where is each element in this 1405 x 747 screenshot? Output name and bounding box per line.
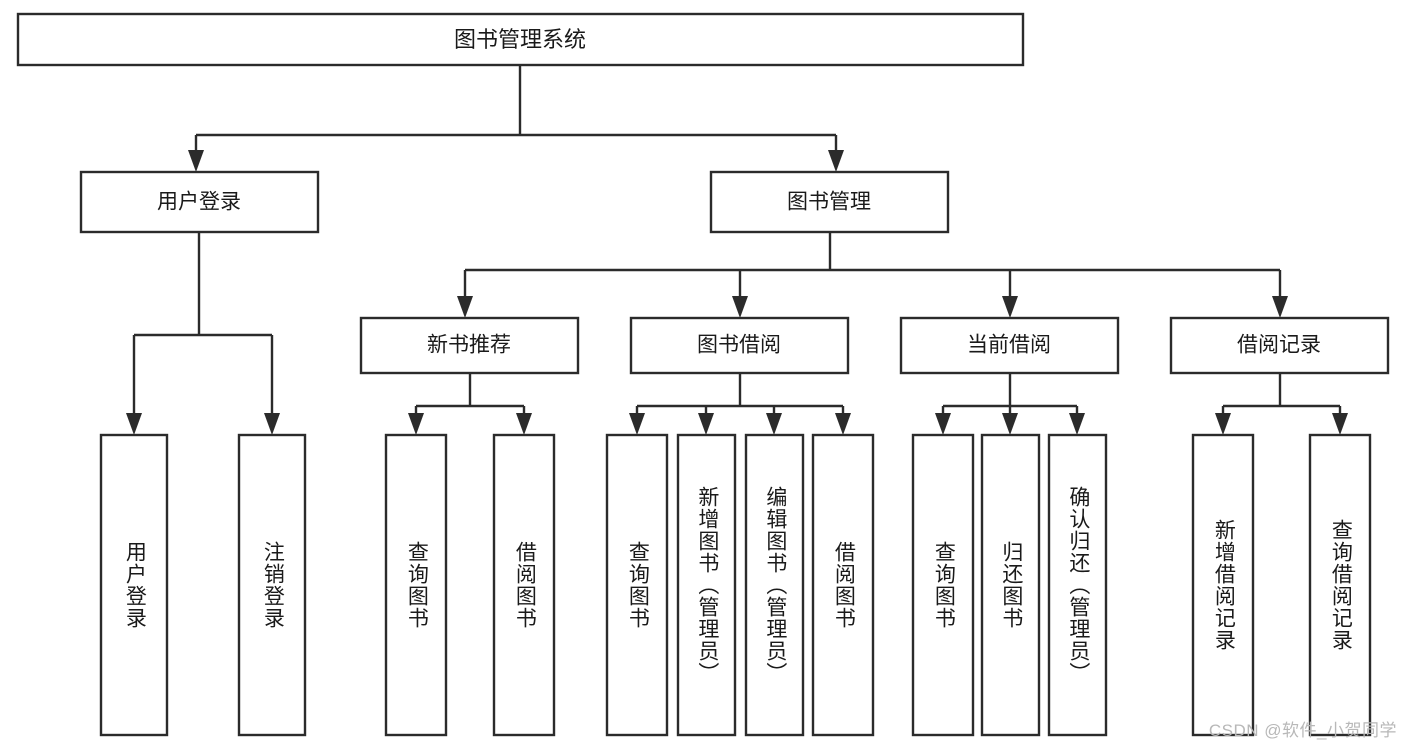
node-borrow-record-box[interactable] xyxy=(1169,316,1390,375)
arrowhead-leaf-query-book-3 xyxy=(935,413,951,435)
node-book-borrow[interactable]: 图书借阅 xyxy=(629,316,850,375)
node-new-book-rec[interactable]: 新书推荐 xyxy=(359,316,580,375)
node-new-book-rec-box[interactable] xyxy=(359,316,580,375)
leaf-boxes xyxy=(99,433,1372,737)
node-book-borrow-box[interactable] xyxy=(629,316,850,375)
arrowhead-current-borrow xyxy=(1002,296,1018,318)
node-book-manage-label: 图书管理 xyxy=(787,191,871,214)
leaf-add-record-box[interactable] xyxy=(1191,433,1255,737)
node-borrow-record[interactable]: 借阅记录 xyxy=(1169,316,1390,375)
node-book-manage-box[interactable] xyxy=(709,170,950,234)
arrowhead-leaf-return-book xyxy=(1002,413,1018,435)
node-root[interactable]: 图书管理系统 xyxy=(16,12,1025,67)
node-borrow-record-label: 借阅记录 xyxy=(1237,334,1321,357)
node-root-label: 图书管理系统 xyxy=(454,27,586,52)
node-user-login-box[interactable] xyxy=(79,170,320,234)
leaf-return-book-box[interactable] xyxy=(980,433,1041,737)
arrowhead-leaf-add-book xyxy=(698,413,714,435)
leaf-query-book-1-box[interactable] xyxy=(384,433,448,737)
node-current-borrow-box[interactable] xyxy=(899,316,1120,375)
leaf-logout-box[interactable] xyxy=(237,433,307,737)
arrowhead-book-borrow xyxy=(732,296,748,318)
arrowhead-leaf-query-record xyxy=(1332,413,1348,435)
leaf-confirm-return-box[interactable] xyxy=(1047,433,1108,737)
leaf-borrow-book-2-box[interactable] xyxy=(811,433,875,737)
leaf-query-book-2-box[interactable] xyxy=(605,433,669,737)
arrowhead-leaf-add-record xyxy=(1215,413,1231,435)
connectors xyxy=(126,65,1348,435)
arrowhead-leaf-borrow-book-1 xyxy=(516,413,532,435)
arrowhead-leaf-logout xyxy=(264,413,280,435)
arrowhead-leaf-borrow-book-2 xyxy=(835,413,851,435)
arrowhead-leaf-confirm-return xyxy=(1069,413,1085,435)
node-root-box[interactable] xyxy=(16,12,1025,67)
leaf-add-book-box[interactable] xyxy=(676,433,737,737)
arrowhead-borrow-record xyxy=(1272,296,1288,318)
node-book-borrow-label: 图书借阅 xyxy=(697,334,781,357)
arrowhead-leaf-query-book-2 xyxy=(629,413,645,435)
leaf-edit-book-box[interactable] xyxy=(744,433,805,737)
arrowhead-leaf-query-book-1 xyxy=(408,413,424,435)
node-book-manage[interactable]: 图书管理 xyxy=(709,170,950,234)
leaf-user-login-box[interactable] xyxy=(99,433,169,737)
leaf-query-record-box[interactable] xyxy=(1308,433,1372,737)
leaf-query-book-3-box[interactable] xyxy=(911,433,975,737)
arrowhead-leaf-edit-book xyxy=(766,413,782,435)
arrowhead-new-book-rec xyxy=(457,296,473,318)
node-new-book-rec-label: 新书推荐 xyxy=(427,334,511,357)
node-current-borrow-label: 当前借阅 xyxy=(967,334,1051,357)
node-current-borrow[interactable]: 当前借阅 xyxy=(899,316,1120,375)
arrowhead-user-login xyxy=(188,150,204,172)
arrowhead-leaf-user-login xyxy=(126,413,142,435)
node-user-login[interactable]: 用户登录 xyxy=(79,170,320,234)
leaf-borrow-book-1-box[interactable] xyxy=(492,433,556,737)
watermark: CSDN @软件_小贺同学 xyxy=(1208,721,1397,740)
node-user-login-label: 用户登录 xyxy=(157,191,241,214)
arrowhead-book-manage xyxy=(828,150,844,172)
